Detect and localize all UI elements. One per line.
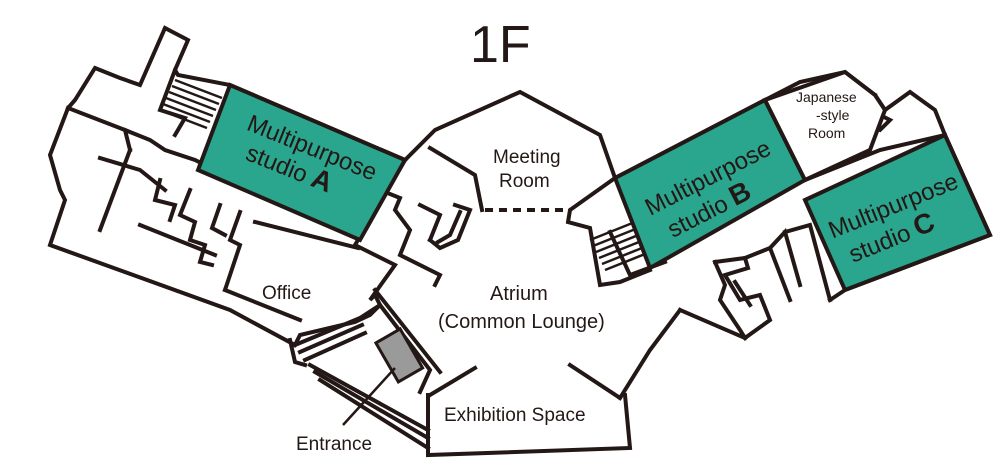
center-block: [287, 89, 748, 458]
entrance-label: Entrance: [296, 434, 372, 455]
right-wing: [565, 69, 993, 341]
japanese-room-line1: Japanese: [796, 89, 857, 105]
left-wing: [47, 25, 473, 348]
studio-c-room: [802, 132, 993, 293]
japanese-room-line3: Room: [808, 125, 845, 141]
atrium-line2: (Common Lounge): [438, 311, 605, 333]
japanese-room-line2: -style: [816, 107, 850, 123]
office-label: Office: [262, 283, 311, 304]
stairs-left: [159, 78, 223, 130]
meeting-room-line1: Meeting: [493, 147, 561, 168]
meeting-room-line2: Room: [499, 171, 550, 192]
floor-title: 1F: [470, 16, 531, 74]
exhibition-space-label: Exhibition Space: [444, 405, 586, 426]
atrium-line1: Atrium: [490, 283, 548, 305]
stairs-right: [589, 220, 651, 272]
japanese-room: [762, 69, 888, 183]
entrance-block: [373, 326, 425, 384]
studio-a-room: [195, 82, 408, 243]
